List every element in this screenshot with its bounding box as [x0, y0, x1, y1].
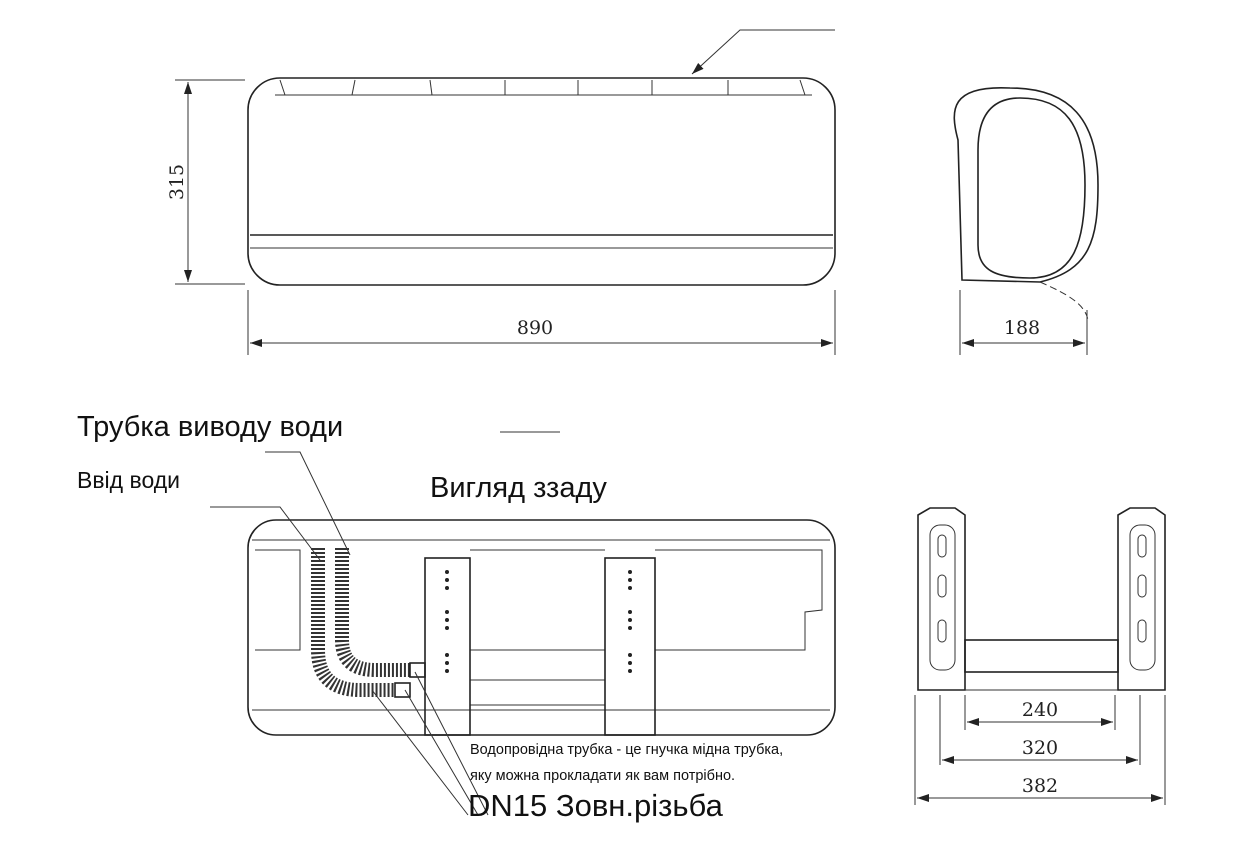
drain-pipe [335, 548, 410, 677]
bracket-inner-dimension: 240 [1022, 699, 1058, 721]
note-line-1: Водопровідна трубка - це гнучка мідна тр… [470, 742, 783, 758]
mount-bracket [424, 557, 471, 736]
rear-view-label: Вигляд ззаду [430, 472, 607, 504]
width-dimension: 890 [517, 317, 553, 339]
leader-arrow [691, 29, 835, 75]
bracket-view: 240 320 382 [914, 507, 1166, 805]
thread-label: DN15 Зовн.різьба [468, 788, 724, 823]
height-dimension: 315 [166, 164, 188, 200]
drain-pipe-label: Трубка виводу води [77, 411, 343, 443]
note-line-2: яку можна прокладати як вам потрібно. [470, 768, 735, 784]
bracket-outer-dimension: 382 [1022, 775, 1058, 797]
mount-bracket [604, 557, 656, 736]
front-view: 315 890 [166, 29, 836, 355]
side-view: 188 [953, 87, 1099, 355]
rear-view [210, 451, 836, 816]
depth-dimension: 188 [1004, 317, 1040, 339]
bracket-mid-dimension: 320 [1022, 737, 1058, 759]
water-inlet-label: Ввід води [77, 467, 180, 493]
